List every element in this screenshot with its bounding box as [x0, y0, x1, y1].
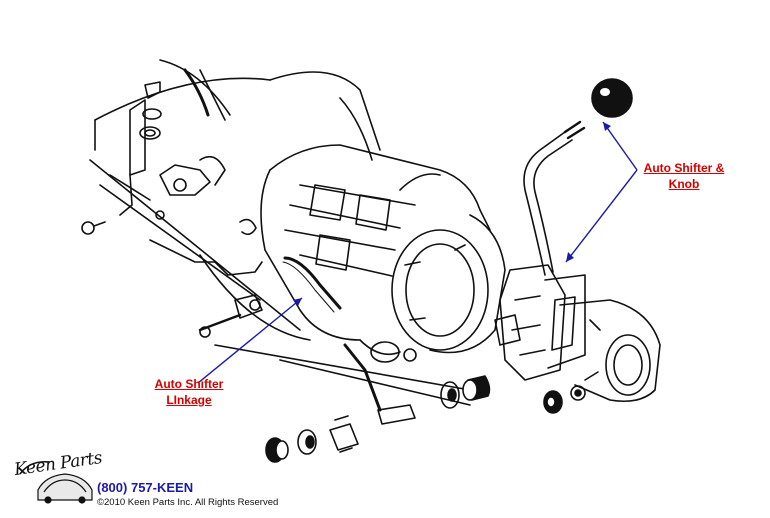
transmission-case: [260, 144, 506, 363]
callout-arrows: [197, 121, 638, 384]
shift-knob: [591, 78, 633, 118]
callout-auto-shifter-linkage-link[interactable]: Auto Shifter LInkage: [148, 376, 230, 408]
callout-knob-line1: Auto Shifter &: [643, 161, 725, 175]
shifter-linkage: [109, 155, 416, 425]
tail-housing: [559, 299, 661, 403]
phone-number: (800) 757-KEEN: [97, 480, 194, 495]
bushings-washers: [265, 375, 586, 463]
mount-hardware-left: [81, 68, 257, 236]
keen-parts-logo: [19, 460, 93, 504]
callout-knob-line2: Knob: [668, 177, 700, 191]
shifter-assembly: [494, 120, 586, 381]
callout-linkage-line2: LInkage: [166, 393, 212, 407]
callout-auto-shifter-knob-link[interactable]: Auto Shifter & Knob: [636, 160, 732, 192]
copyright-notice: ©2010 Keen Parts Inc. All Rights Reserve…: [97, 497, 279, 508]
callout-linkage-line1: Auto Shifter: [154, 377, 224, 391]
